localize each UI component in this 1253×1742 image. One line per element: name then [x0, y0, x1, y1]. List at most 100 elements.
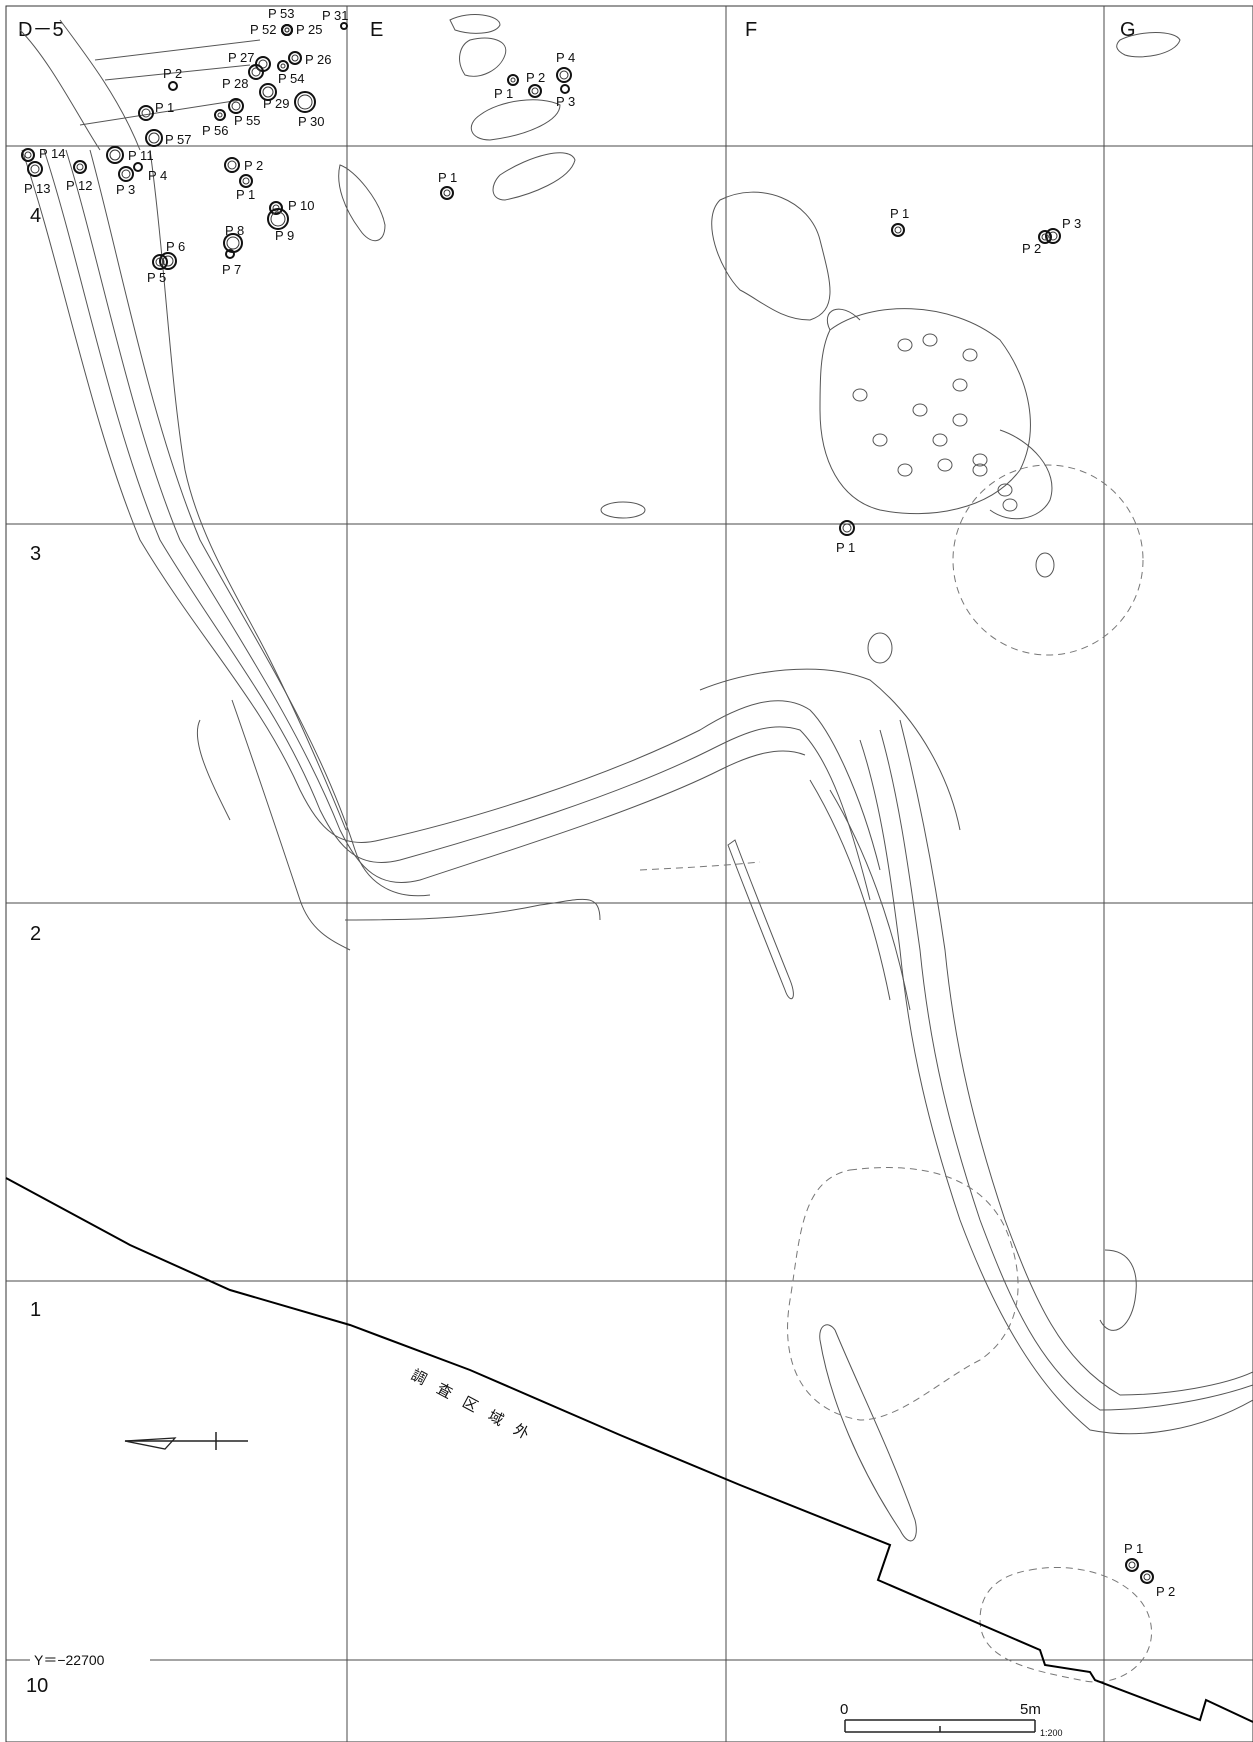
pit-label: P 56: [202, 123, 229, 138]
pit-marker: P 1: [438, 170, 457, 200]
pit-outline: [225, 249, 235, 259]
pit-outline: [281, 24, 293, 36]
pit-marker: P 1: [836, 520, 855, 555]
pit-label: P 1: [236, 187, 255, 202]
pit-inner-outline: [251, 67, 261, 77]
pit-marker: P 9: [267, 208, 294, 243]
pit-label: P 27: [228, 50, 255, 65]
pit-outline: [1038, 230, 1052, 244]
pit-label: P 2: [1156, 1584, 1175, 1599]
pit-label: P 7: [222, 262, 241, 277]
small-pit: [952, 413, 968, 427]
pit-marker: P 3: [556, 84, 575, 109]
pit-label: P 10: [288, 198, 315, 213]
scale-end-label: 5m: [1020, 1701, 1041, 1718]
pit-marker: P 2: [224, 157, 263, 173]
pit-inner-outline: [155, 257, 165, 267]
row-label-2: 2: [30, 923, 41, 945]
pit-marker: P 30: [294, 91, 325, 129]
pit-label: P 2: [526, 70, 545, 85]
pit-marker: P 13: [24, 161, 51, 196]
pit-outline: [1140, 1570, 1154, 1584]
pit-marker: P 54: [277, 60, 305, 86]
pit-inner-outline: [559, 70, 569, 80]
pit-outline: [528, 84, 542, 98]
pit-outline: [560, 84, 570, 94]
coordinate-label: Y＝−22700: [34, 1652, 105, 1668]
pit-outline: [1045, 228, 1061, 244]
small-pit: [972, 453, 988, 467]
pit-outline: [891, 223, 905, 237]
pit-inner-outline: [1128, 1561, 1136, 1569]
row-label-1: 1: [30, 1299, 41, 1321]
pit-label: P 4: [148, 168, 167, 183]
pit-outline: [248, 64, 264, 80]
pit-outline: [106, 146, 124, 164]
pit-label: P 28: [222, 76, 249, 91]
pit-inner-outline: [76, 163, 84, 171]
small-pit: [912, 403, 928, 417]
pit-inner-outline: [226, 236, 240, 250]
pit-inner-outline: [1041, 233, 1049, 241]
row-label-10: 10: [26, 1675, 48, 1697]
pit-label: P 1: [836, 540, 855, 555]
pit-label: P 12: [66, 178, 93, 193]
pit-label: P 5: [147, 270, 166, 285]
pit-marker: P 2: [1022, 230, 1052, 256]
scale-bar: [844, 1719, 1036, 1733]
pit-label: P 57: [165, 132, 192, 147]
pit-outline: [839, 520, 855, 536]
pit-marker: P 55: [228, 98, 261, 128]
pit-label: P 1: [494, 86, 513, 101]
pit-outline: [21, 148, 35, 162]
column-label-e: E: [370, 19, 383, 41]
ditch-features: [21, 149, 1253, 1542]
pit-label: P 1: [890, 206, 909, 221]
pit-outline: [27, 161, 43, 177]
pit-marker: P 31: [322, 8, 349, 30]
pit-inner-outline: [30, 164, 40, 174]
pit-outline: [1125, 1558, 1139, 1572]
pit-label: P 13: [24, 181, 51, 196]
out-of-area-label: 調査区域外: [408, 1367, 544, 1450]
pit-label: P 53: [268, 6, 295, 21]
pit-label: P 1: [438, 170, 457, 185]
pit-inner-outline: [272, 204, 280, 212]
pit-inner-outline: [291, 54, 299, 62]
small-pit: [997, 483, 1013, 497]
small-pit: [952, 378, 968, 392]
pit-marker: P 1: [890, 206, 909, 237]
small-pit: [962, 348, 978, 362]
pit-outline: [152, 254, 168, 270]
pit-inner-outline: [1143, 1573, 1151, 1581]
small-pit: [937, 458, 953, 472]
row-label-3: 3: [30, 543, 41, 565]
pit-inner-outline: [842, 523, 852, 533]
pit-inner-outline: [531, 87, 539, 95]
pit-outline: [133, 162, 143, 172]
pit-marker: P 6: [159, 239, 185, 270]
pit-outline: [507, 74, 519, 86]
column-label-f: F: [745, 19, 757, 41]
pit-inner-outline: [443, 189, 451, 197]
grid-lines: [6, 6, 1253, 1742]
small-pit: [852, 388, 868, 402]
pit-marker: P 10: [269, 198, 315, 215]
small-pit: [972, 463, 988, 477]
pit-label: P 1: [155, 100, 174, 115]
pit-label: P 3: [116, 182, 135, 197]
pit-inner-outline: [297, 94, 313, 110]
pit-outline: [168, 81, 178, 91]
small-pit: [897, 463, 913, 477]
row-label-4: 4: [30, 205, 41, 227]
pit-marker: P 1: [494, 74, 519, 101]
pit-marker: P 12: [66, 160, 93, 193]
pit-label: P 31: [322, 8, 349, 23]
pit-outline: [214, 109, 226, 121]
feature-outlines: [19, 14, 1181, 1331]
pit-marker: P 3: [116, 166, 135, 197]
pit-inner-outline: [894, 226, 902, 234]
pit-label: P 2: [163, 66, 182, 81]
